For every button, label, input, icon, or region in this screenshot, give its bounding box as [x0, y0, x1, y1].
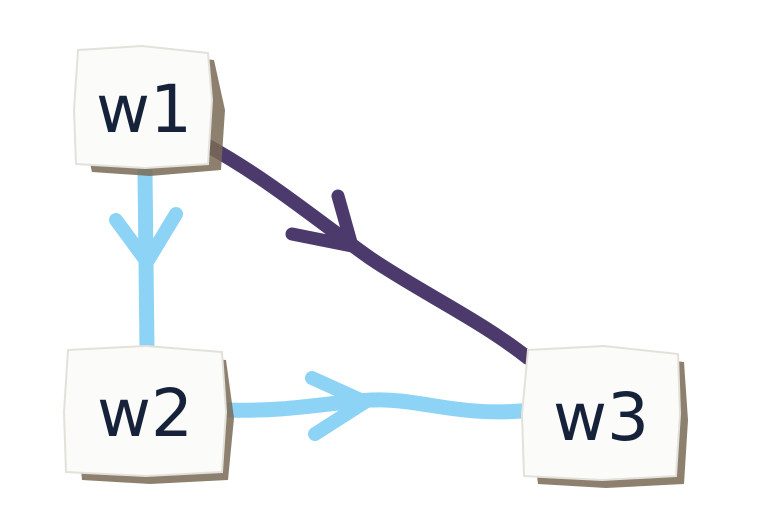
node-w3-label: w3 — [553, 379, 649, 456]
edge-w1-w2 — [109, 164, 183, 358]
node-w3-card — [520, 344, 682, 482]
edge-w2-w3-line — [220, 392, 540, 420]
edge-w2-w3 — [220, 371, 540, 441]
edge-w1-w3-arrowhead — [285, 189, 359, 253]
node-w2: w2 — [62, 344, 234, 484]
edge-w2-w3-arrowhead — [305, 371, 372, 441]
edge-w1-w3-line — [201, 139, 535, 365]
node-w2-label: w2 — [97, 375, 193, 452]
node-w3: w3 — [520, 344, 688, 488]
edge-w1-w3 — [201, 139, 535, 365]
node-w1-card — [72, 44, 214, 170]
node-w2-card — [62, 344, 228, 478]
node-w1-label: w1 — [96, 71, 192, 148]
node-w1: w1 — [72, 44, 225, 176]
edge-w1-w2-arrowhead — [109, 207, 183, 269]
